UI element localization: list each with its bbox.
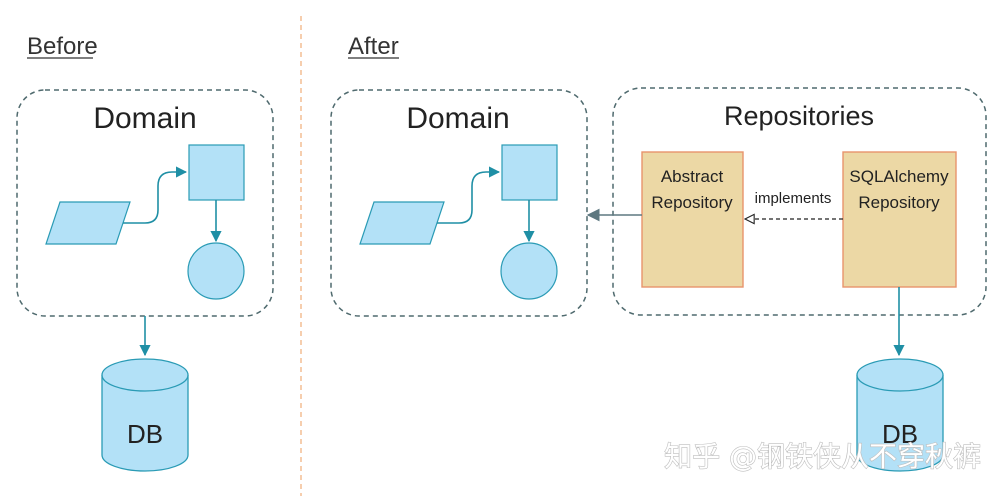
after-db-label: DB	[882, 419, 918, 449]
abstract-repository-label-line2: Repository	[651, 193, 733, 212]
before-circle-shape	[187, 242, 245, 300]
before-heading: Before	[27, 33, 98, 60]
after-heading: After	[348, 33, 399, 60]
before-db-label: DB	[127, 419, 163, 449]
before-domain-label: Domain	[93, 102, 196, 135]
before-flow-arrow	[123, 166, 188, 224]
before-domain-boundary	[16, 89, 274, 317]
after-flow-arrow	[437, 166, 501, 224]
after-domain-boundary	[330, 89, 588, 317]
before-parallelogram-shape	[45, 201, 131, 245]
after-domain-label: Domain	[406, 102, 509, 135]
before-db-cylinder	[101, 358, 189, 472]
after-db-cylinder	[856, 358, 944, 472]
abstract-repository-box	[641, 151, 744, 288]
repositories-label: Repositories	[724, 101, 874, 131]
abstract-repository-label-line1: Abstract	[661, 167, 724, 186]
sqlalchemy-repository-label-line1: SQLAlchemy	[849, 167, 949, 186]
sqlalchemy-repository-label-line2: Repository	[858, 193, 940, 212]
after-square-shape	[501, 144, 558, 201]
before-square-shape	[188, 144, 245, 201]
after-parallelogram-shape	[359, 201, 445, 245]
sqlalchemy-repository-box	[842, 151, 957, 288]
after-circle-shape	[500, 242, 558, 300]
implements-label: implements	[755, 190, 832, 207]
watermark-text: 知乎 @钢铁侠从不穿秋裤	[664, 440, 981, 473]
